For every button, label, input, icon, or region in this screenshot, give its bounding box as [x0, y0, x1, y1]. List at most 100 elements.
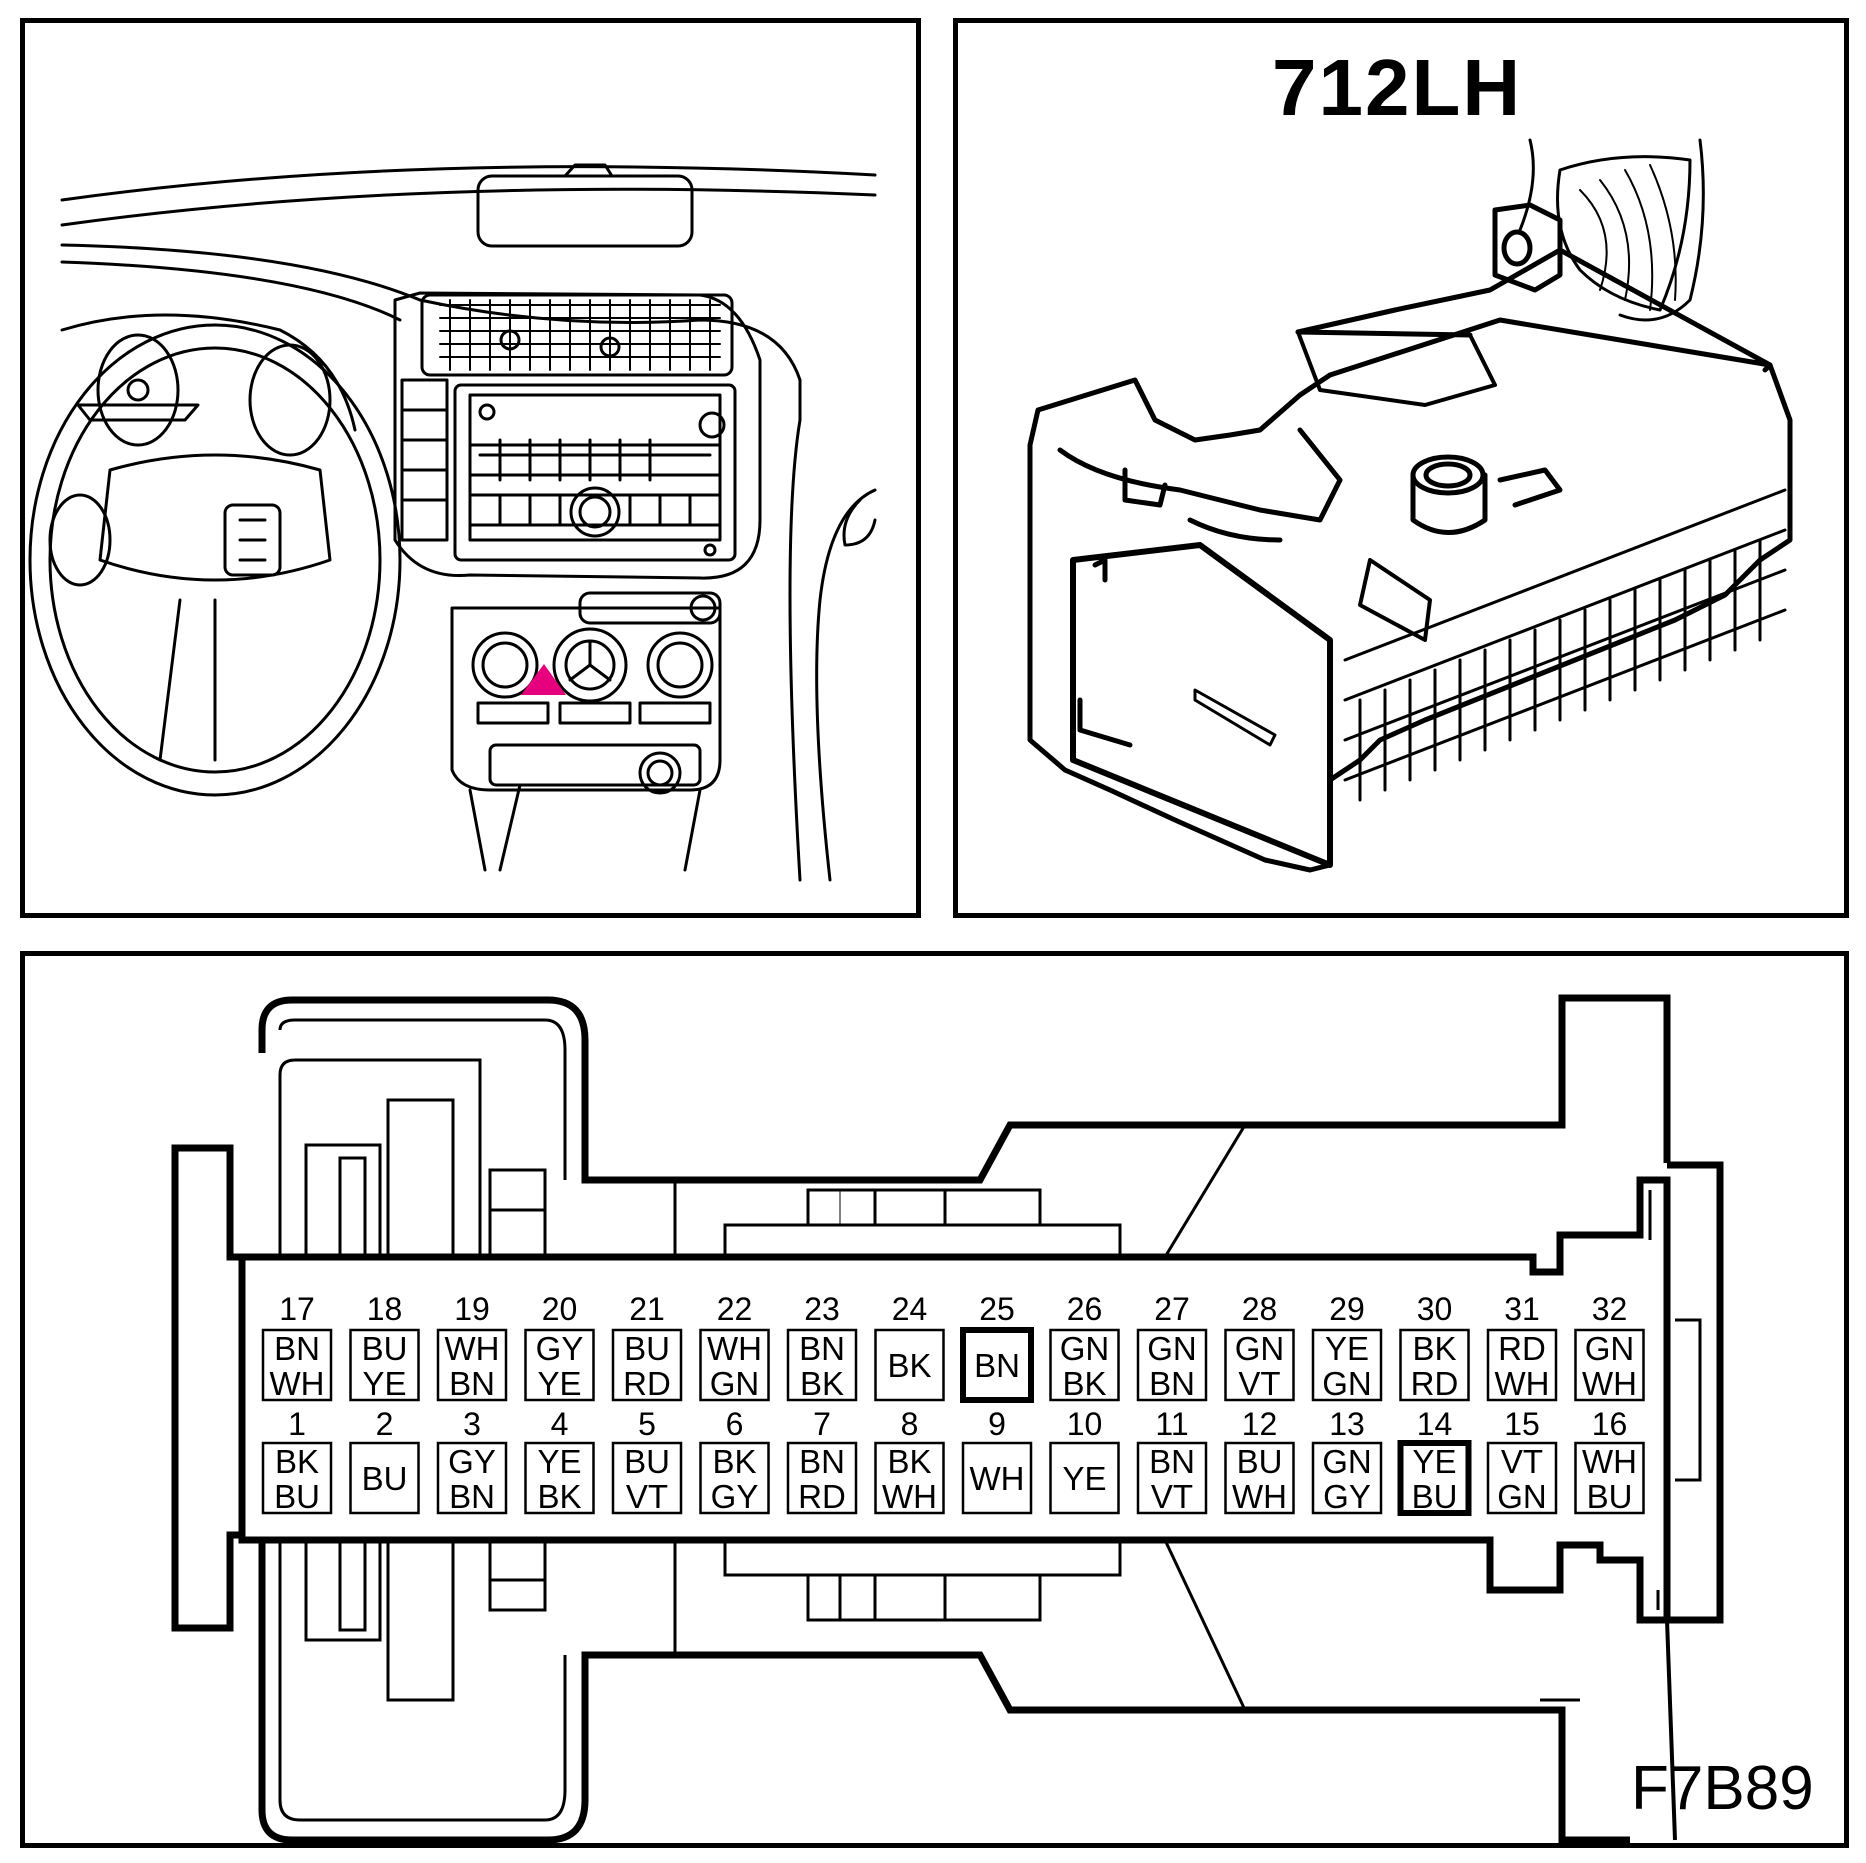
- wire-color: BN: [449, 1365, 495, 1402]
- pin-cavity: [1049, 1441, 1120, 1515]
- pin-number: 20: [542, 1291, 578, 1327]
- pin-number: 31: [1504, 1291, 1540, 1327]
- pin-cavity: [786, 1441, 858, 1515]
- wire-color: BU: [624, 1330, 670, 1367]
- pin-number: 22: [717, 1291, 753, 1327]
- pin-grid: 17BNWH18BUYE19WHBN20GYYE21BURD22WHGN23BN…: [261, 1291, 1645, 1516]
- pin-number: 12: [1242, 1406, 1278, 1442]
- wire-color: BU: [624, 1443, 670, 1480]
- wire-color: BU: [1412, 1478, 1458, 1515]
- pin-number: 6: [726, 1406, 744, 1442]
- wire-color: GN: [1585, 1330, 1635, 1367]
- pin-cavity: [349, 1441, 420, 1515]
- pin-cavity: [1486, 1328, 1558, 1402]
- pin-cavity: [961, 1441, 1033, 1515]
- wire-color: RD: [1498, 1330, 1546, 1367]
- wire-color: YE: [537, 1443, 581, 1480]
- connector-label: 712LH: [1272, 43, 1523, 132]
- wire-color: VT: [1238, 1365, 1280, 1402]
- pin-number: 10: [1067, 1406, 1103, 1442]
- wire-color: BU: [1587, 1478, 1633, 1515]
- wire-color: GN: [1497, 1478, 1547, 1515]
- wire-color: BN: [274, 1330, 320, 1367]
- pin-number: 3: [463, 1406, 481, 1442]
- wire-color: BN: [974, 1347, 1020, 1384]
- pin-number: 15: [1504, 1406, 1540, 1442]
- pin-cavity: [786, 1328, 858, 1402]
- dashboard-illustration: [28, 163, 877, 882]
- pin-cavity: [1136, 1441, 1208, 1515]
- pin-number: 32: [1592, 1291, 1628, 1327]
- pin-number: 4: [551, 1406, 569, 1442]
- wire-color: WH: [1495, 1365, 1550, 1402]
- pin-number: 1: [288, 1406, 306, 1442]
- connector-illustration: [1027, 138, 1793, 873]
- wire-color: BK: [712, 1443, 756, 1480]
- pin-cavity: [1574, 1328, 1645, 1402]
- wire-color: GN: [710, 1365, 760, 1402]
- wire-color: YE: [1062, 1460, 1106, 1497]
- pin-number: 17: [279, 1291, 315, 1327]
- pin-number: 2: [376, 1406, 394, 1442]
- pin-cavity: [524, 1328, 595, 1402]
- pin-cavity: [1136, 1328, 1208, 1402]
- pin-number: 30: [1417, 1291, 1453, 1327]
- wire-color: WH: [1582, 1443, 1637, 1480]
- wire-color: GY: [711, 1478, 759, 1515]
- pin-number: 29: [1329, 1291, 1365, 1327]
- wire-color: YE: [1325, 1330, 1369, 1367]
- connector-view-panel: [953, 18, 1849, 918]
- wire-color: BU: [362, 1330, 408, 1367]
- pin-9: 9WH: [961, 1406, 1033, 1515]
- wire-color: YE: [537, 1365, 581, 1402]
- figure-code: F7B89: [1631, 1754, 1814, 1823]
- pin-cavity: [1397, 1440, 1472, 1516]
- wire-color: RD: [1411, 1365, 1459, 1402]
- wire-color: GY: [536, 1330, 584, 1367]
- pin-number: 13: [1329, 1406, 1365, 1442]
- pin-number: 16: [1592, 1406, 1628, 1442]
- wire-color: BK: [887, 1443, 931, 1480]
- wire-color: WH: [445, 1330, 500, 1367]
- wire-color: GN: [1147, 1330, 1197, 1367]
- pin-cavity: [1049, 1328, 1120, 1402]
- wire-color: RD: [623, 1365, 671, 1402]
- wire-color: GY: [1323, 1478, 1371, 1515]
- pin-cavity: [960, 1327, 1034, 1403]
- pin-number: 26: [1067, 1291, 1103, 1327]
- wire-color: BU: [362, 1460, 408, 1497]
- pin-number: 18: [367, 1291, 403, 1327]
- wire-color: WH: [707, 1330, 762, 1367]
- connector-face-outline: [171, 994, 1724, 1844]
- pin-cavity: [436, 1441, 508, 1515]
- wire-color: BK: [1062, 1365, 1106, 1402]
- wire-color: WH: [1582, 1365, 1637, 1402]
- pin-number: 14: [1417, 1406, 1453, 1442]
- wire-color: BU: [274, 1478, 320, 1515]
- wire-color: WH: [882, 1478, 937, 1515]
- wire-color: GN: [1322, 1443, 1372, 1480]
- wire-color: BN: [449, 1478, 495, 1515]
- wire-color: GY: [448, 1443, 496, 1480]
- wire-color: BN: [1149, 1443, 1195, 1480]
- pin-cavity: [261, 1441, 333, 1515]
- pin-cavity: [611, 1441, 683, 1515]
- pin-cavity: [436, 1328, 508, 1402]
